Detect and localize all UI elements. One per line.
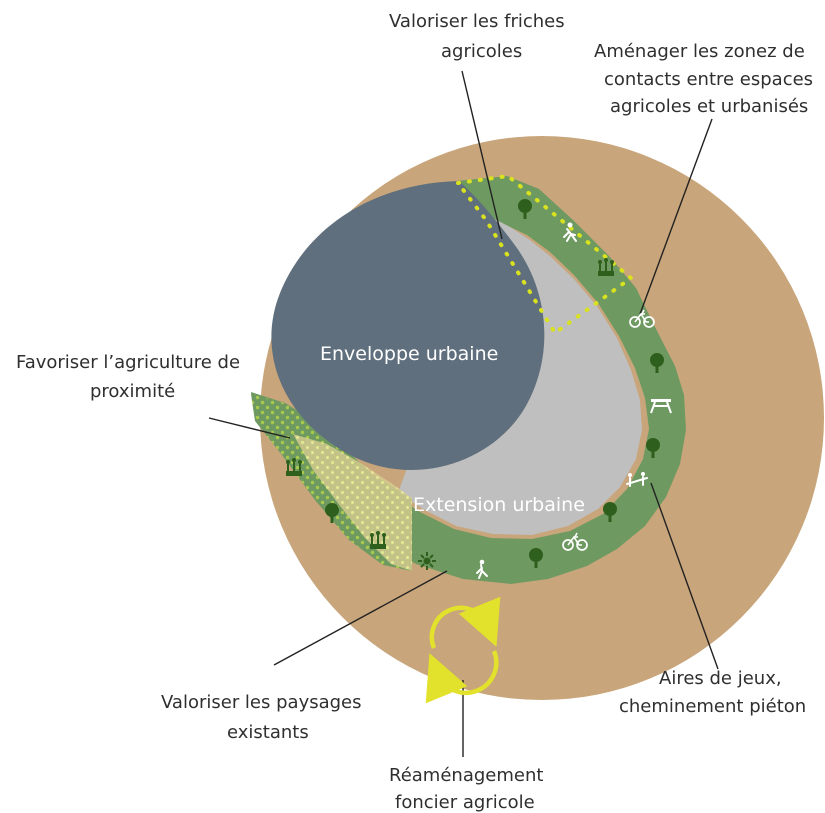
contacts-leader-line [639, 118, 713, 315]
bicycle-icon [562, 532, 588, 551]
picnic-table-icon [650, 399, 672, 414]
paysages-leader-line [273, 570, 448, 666]
reamenagement-label-line2: foncier agricole [395, 792, 535, 813]
tree-icon [650, 353, 664, 373]
urban-envelope [271, 181, 545, 471]
contacts-label-line3: agricoles et urbanisés [610, 96, 808, 117]
extension-label: Extension urbaine [413, 494, 585, 516]
paysages-label-line1: Valoriser les paysages [161, 692, 362, 713]
recycle-arrows-icon [425, 596, 501, 704]
enveloppe-label: Enveloppe urbaine [320, 343, 498, 365]
walking-person-icon [476, 559, 488, 579]
friches-label-line2: agricoles [441, 41, 522, 62]
contacts-label-line2: contacts entre espaces [604, 69, 813, 90]
friches-label-line1: Valoriser les friches [389, 11, 565, 32]
playground-icon [626, 472, 648, 487]
garden-icon [286, 458, 302, 476]
tree-icon [325, 503, 339, 523]
friches-outline [454, 173, 635, 336]
tree-icon [518, 199, 532, 219]
contacts-label-line1: Aménager les zonez de [594, 41, 805, 62]
runner-icon [563, 222, 577, 242]
paysages-label-line2: existants [227, 722, 309, 743]
bicycle-icon [629, 309, 655, 328]
proximite-leader-line [208, 417, 291, 439]
aires-label-line1: Aires de jeux, [659, 668, 782, 689]
tree-icon [529, 548, 543, 568]
sun-icon [418, 552, 436, 570]
tree-icon [603, 502, 617, 522]
garden-icon [370, 531, 386, 549]
proximite-label-line1: Favoriser l’agriculture de [16, 352, 240, 373]
garden-icon [598, 258, 614, 276]
proximity-agriculture-overlay [293, 434, 412, 571]
proximite-label-line2: proximité [90, 381, 175, 402]
friches-leader-line [461, 70, 503, 240]
aires-leader-line [650, 482, 719, 670]
reamenagement-label-line1: Réaménagement [389, 765, 543, 786]
tree-icon [646, 438, 660, 458]
aires-label-line2: cheminement piéton [619, 696, 806, 717]
